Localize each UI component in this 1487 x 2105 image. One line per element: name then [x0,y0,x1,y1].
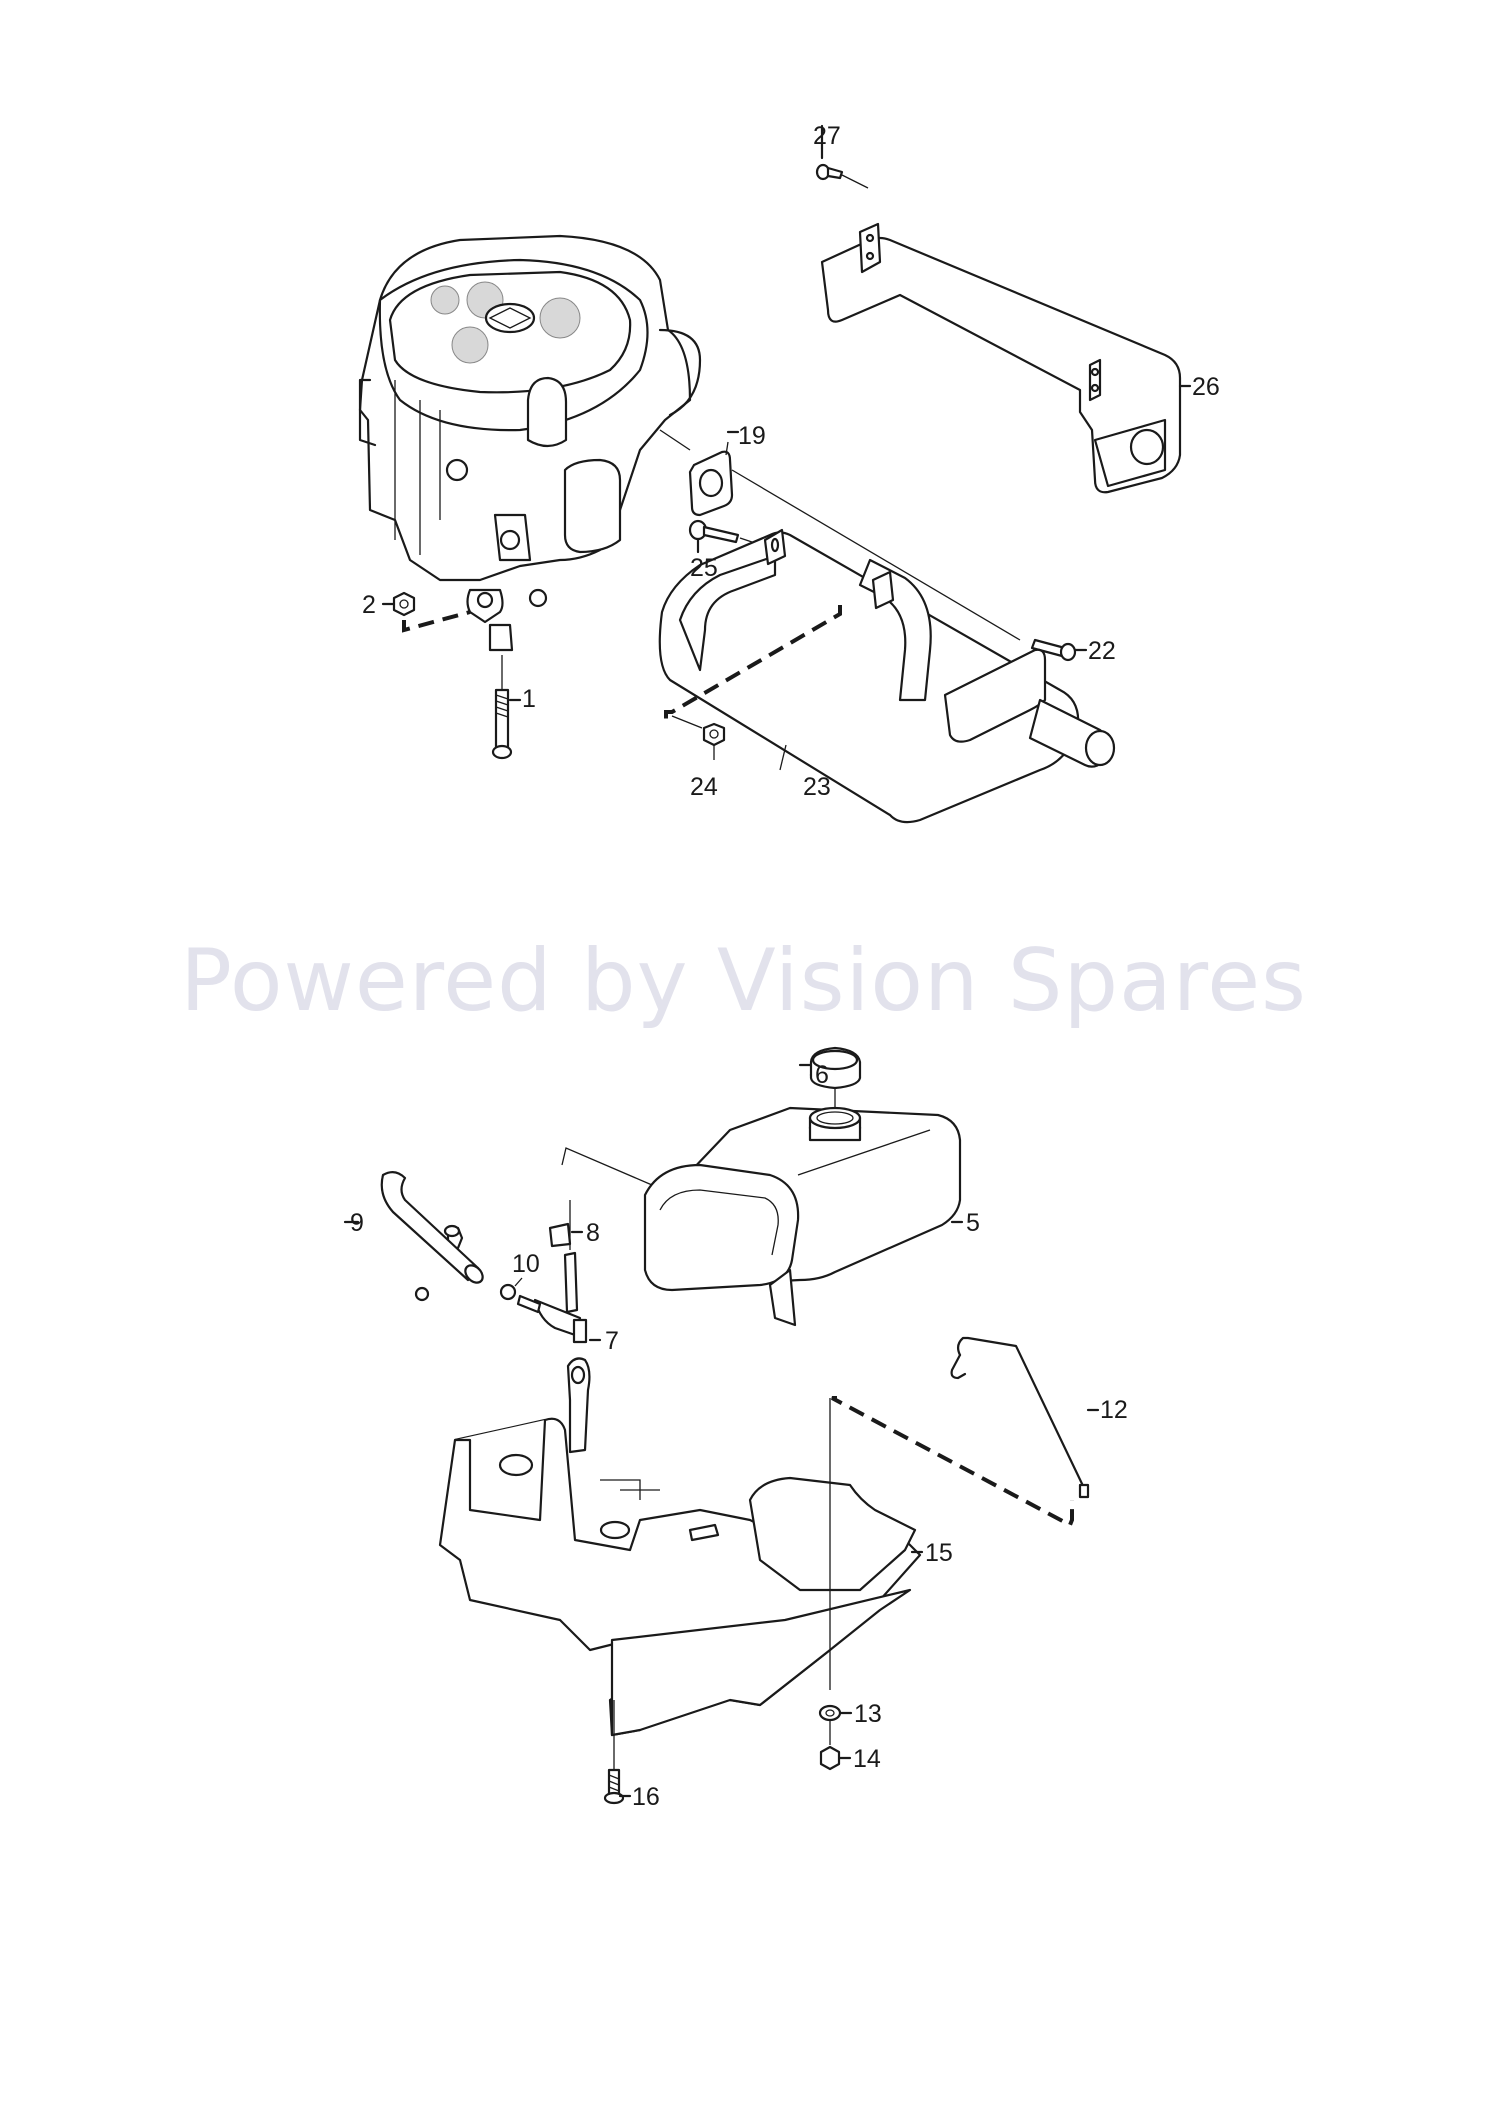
part-2-nut [381,591,471,633]
callout-12: 12 [1100,1396,1128,1424]
part-12-dashed-line [831,1396,1074,1528]
part-24-nut [671,715,726,760]
callout-25: 25 [690,554,718,582]
callout-1: 1 [522,685,536,713]
callout-26: 26 [1192,373,1220,401]
part-8-grommet-placed [548,1222,584,1248]
part-23-muffler [658,528,1116,824]
part-14-nut [819,1745,852,1771]
engine [358,234,702,652]
callout-10: 10 [512,1250,540,1278]
part-10-clip [414,1277,523,1302]
part-19-gasket [659,429,1021,641]
part-6-fuel-cap [798,1046,862,1108]
part-25-bolt [688,519,771,554]
part-12-rod [950,1336,1100,1499]
part-5-fuel-tank [561,1106,964,1327]
callout-15: 15 [925,1539,953,1567]
callout-13: 13 [854,1700,882,1728]
callout-27: 27 [813,122,841,150]
part-15-tray [438,1357,924,1737]
part-22-bolt [1030,638,1088,662]
part-27-screw [815,146,869,189]
callout-22: 22 [1088,637,1116,665]
part-13-washer [818,1704,853,1745]
callout-16: 16 [632,1783,660,1811]
callout-19: 19 [738,422,766,450]
callout-5: 5 [966,1209,980,1237]
callout-23: 23 [803,773,831,801]
callout-24: 24 [690,773,718,801]
part-9-hose [343,1171,484,1284]
callout-8: 8 [586,1219,600,1247]
callout-7: 7 [605,1327,619,1355]
part-1-bolt [491,655,522,760]
callout-14: 14 [853,1745,881,1773]
part-16-screw [603,1700,632,1805]
watermark: Powered by Vision Spares [180,931,1307,1031]
callout-9: 9 [350,1209,364,1237]
callout-2: 2 [362,591,376,619]
part-7-fuel-tap [516,1200,602,1344]
part-26-bracket [820,222,1192,494]
callout-6: 6 [815,1061,829,1089]
